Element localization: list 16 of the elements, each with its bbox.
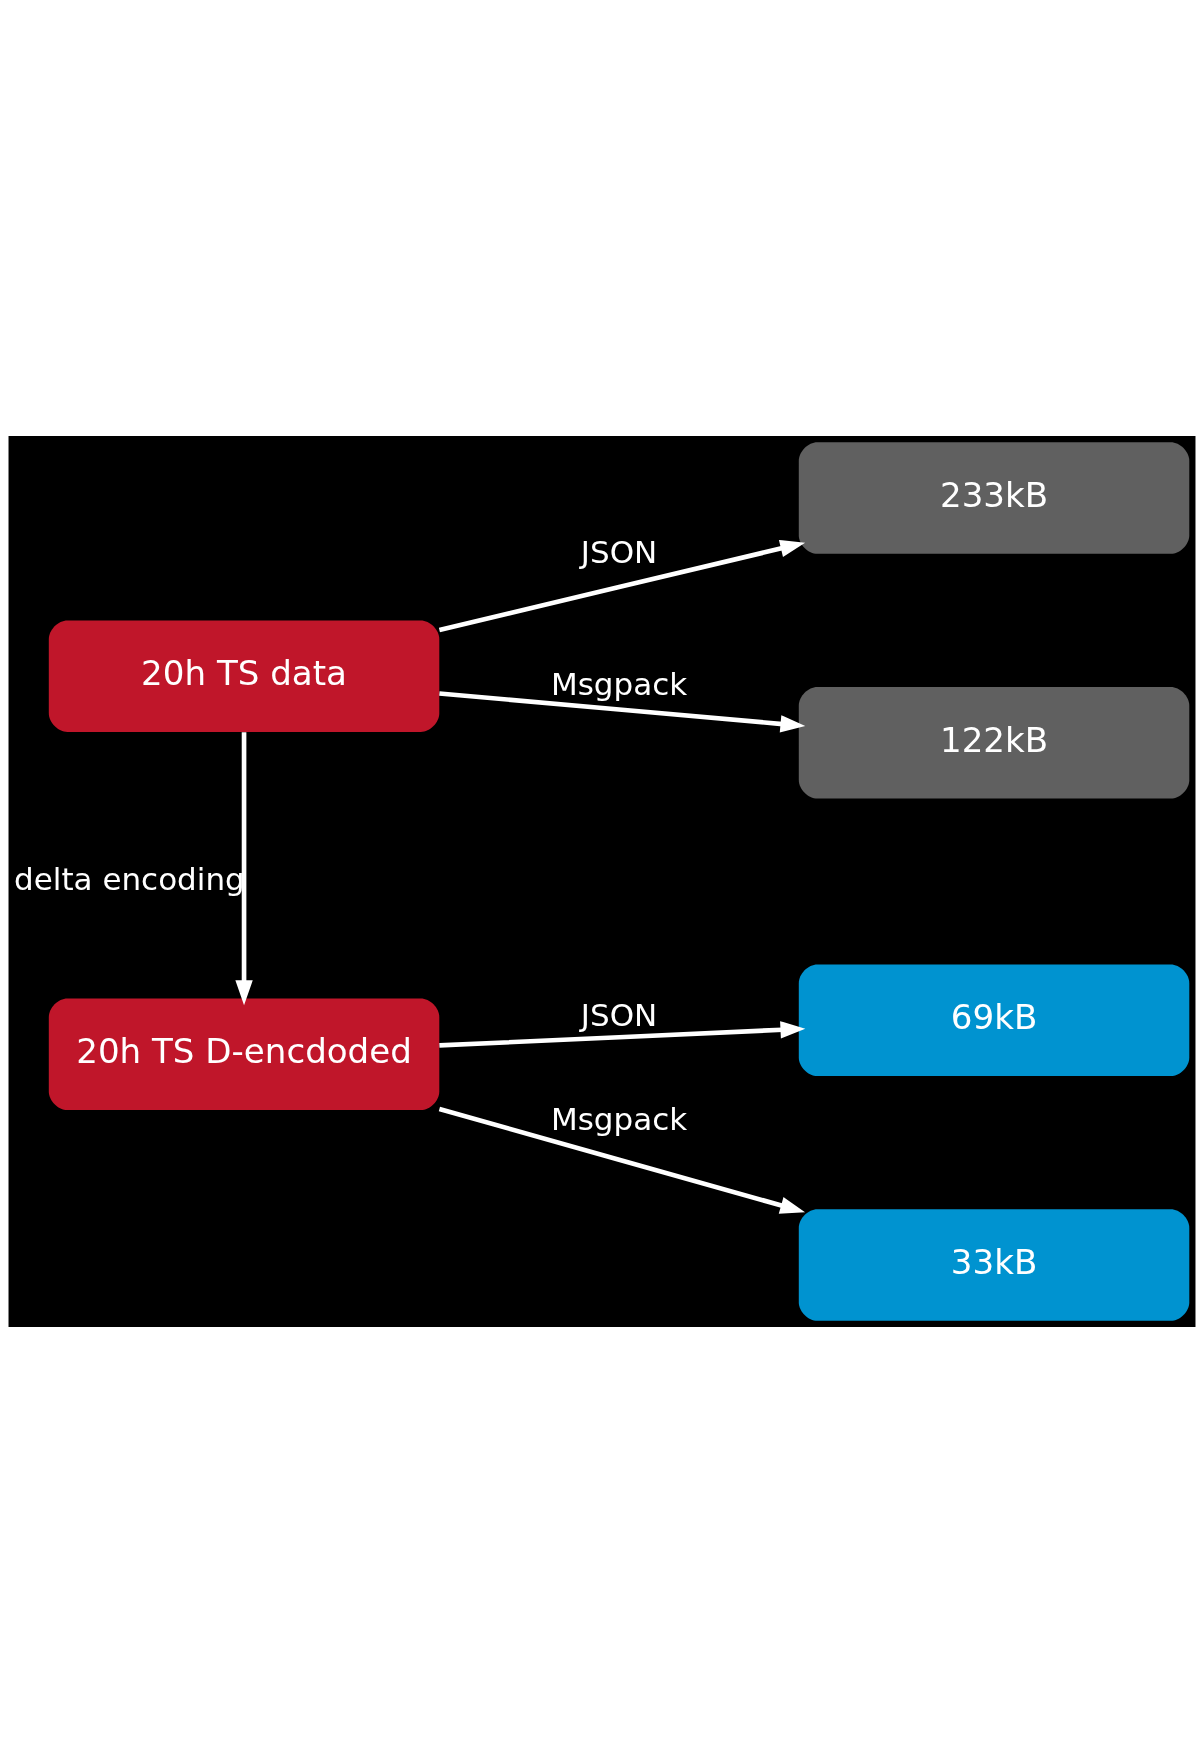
node-box: 20h TS D-encdoded: [48, 998, 440, 1110]
edge-label: JSON: [580, 996, 658, 1033]
edge-label: delta encoding: [14, 860, 245, 897]
arrow: [235, 731, 253, 1005]
edge-label: Msgpack: [550, 665, 688, 702]
edge-label: JSON: [580, 533, 658, 570]
arrow: [439, 1020, 806, 1048]
node-box: 122kB: [798, 686, 1190, 799]
node-box: 20h TS data: [48, 619, 440, 732]
node-box: 69kB: [798, 963, 1190, 1076]
node-box: 33kB: [798, 1208, 1190, 1321]
arrow: [439, 690, 806, 733]
arrow: [438, 539, 806, 632]
node-box: 233kB: [798, 441, 1190, 554]
edge-label: Msgpack: [550, 1100, 688, 1137]
arrow: [438, 1106, 806, 1214]
